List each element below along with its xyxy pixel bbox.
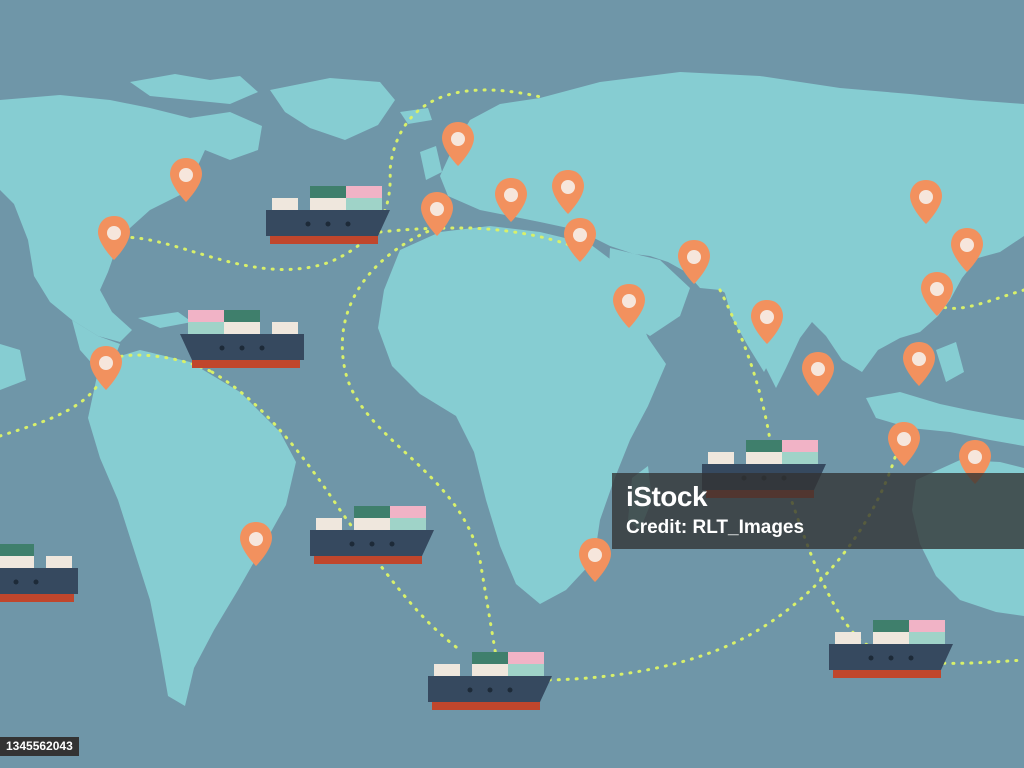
southeast-asia-islands — [866, 392, 1024, 446]
route-pacific-west — [0, 353, 214, 438]
shipping-routes — [0, 88, 1024, 682]
british-isles — [420, 146, 442, 180]
left-landmass-edge — [0, 344, 26, 390]
philippines — [936, 342, 964, 382]
watermark-logo: iStock — [626, 481, 708, 512]
south-america — [88, 350, 296, 706]
eurasia — [440, 72, 1024, 388]
watermark-banner: iStock Credit: RLT_Images — [612, 473, 1024, 549]
iceland — [400, 108, 432, 124]
north-america — [0, 95, 262, 342]
image-id-label: 1345562043 — [0, 737, 79, 756]
route-indian-ocean — [718, 288, 1024, 665]
africa — [378, 226, 666, 604]
route-mid-atlantic — [340, 226, 502, 682]
route-mediterranean — [378, 226, 584, 252]
route-south-pacific — [538, 438, 902, 682]
route-asia-east — [938, 288, 1024, 310]
route-north-atlantic — [112, 88, 547, 271]
route-caribbean-south — [210, 370, 462, 652]
watermark-credit: Credit: RLT_Images — [626, 517, 805, 538]
greenland — [270, 78, 395, 140]
arctic-islands — [130, 74, 258, 104]
caribbean-islands — [138, 312, 192, 328]
